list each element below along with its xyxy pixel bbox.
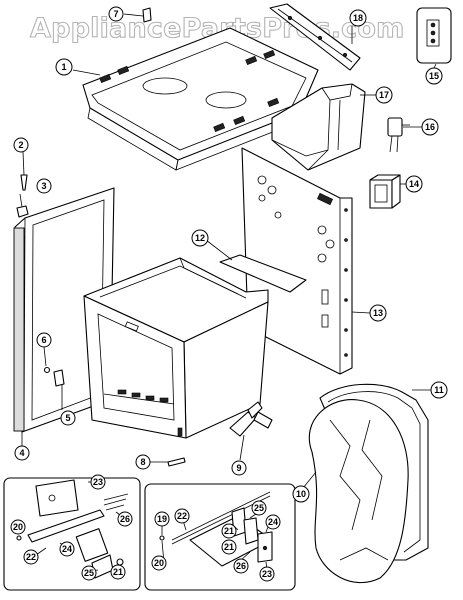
callout-22-left: 22: [23, 549, 39, 565]
callout-15: 15: [425, 67, 443, 85]
callout-2: 2: [13, 137, 29, 153]
svg-text:21: 21: [224, 542, 234, 552]
part-18-bracket: [269, 3, 361, 71]
svg-text:26: 26: [236, 561, 246, 571]
callout-17: 17: [375, 86, 393, 104]
part-3-bumper: [16, 205, 29, 218]
part-13-side-panel: [241, 147, 353, 375]
svg-text:17: 17: [379, 90, 389, 100]
callout-25-left: 25: [81, 565, 97, 581]
svg-text:22: 22: [177, 511, 187, 521]
callout-16: 16: [421, 118, 439, 136]
callout-12: 12: [191, 229, 209, 247]
callout-1: 1: [55, 58, 73, 76]
svg-text:13: 13: [373, 308, 383, 318]
callout-20-right: 20: [151, 555, 167, 571]
part-17-vent-duct: [271, 83, 366, 171]
svg-text:6: 6: [41, 335, 46, 345]
svg-text:8: 8: [140, 457, 145, 467]
svg-text:10: 10: [296, 489, 306, 499]
part-8-screw: [167, 457, 186, 467]
part-2-screw: [20, 174, 28, 191]
callout-13: 13: [369, 304, 387, 322]
callout-20-left: 20: [10, 519, 26, 535]
callout-9: 9: [231, 460, 247, 476]
callout-3: 3: [36, 178, 52, 194]
svg-text:24: 24: [62, 544, 72, 554]
part-10-insulation-blanket: [308, 399, 409, 584]
svg-text:24: 24: [268, 517, 278, 527]
part-7-clip: [142, 7, 152, 23]
callout-23-right: 23: [259, 566, 275, 582]
watermark-text: AppliancePartsPros.com: [30, 13, 404, 44]
svg-text:20: 20: [154, 558, 164, 568]
oven-cavity: [83, 257, 269, 439]
callout-21-right-a: 21: [221, 523, 237, 539]
callout-14: 14: [405, 175, 423, 193]
svg-text:26: 26: [120, 514, 130, 524]
callout-23-left: 23: [90, 474, 106, 490]
callout-22-right: 22: [174, 508, 190, 524]
callout-24-left: 24: [59, 541, 75, 557]
callout-4: 4: [14, 445, 30, 461]
part-15-terminal-block: [416, 7, 452, 64]
callout-24-right: 24: [265, 514, 281, 530]
callout-21-left: 21: [110, 564, 126, 580]
svg-text:18: 18: [353, 13, 363, 23]
callout-21-right-b: 21: [221, 539, 237, 555]
svg-text:11: 11: [434, 385, 444, 395]
callout-7: 7: [108, 6, 124, 22]
svg-text:25: 25: [84, 568, 94, 578]
svg-text:7: 7: [113, 9, 118, 19]
svg-text:1: 1: [61, 62, 66, 72]
svg-text:14: 14: [409, 179, 419, 189]
svg-text:23: 23: [93, 477, 103, 487]
callout-26-left: 26: [117, 511, 133, 527]
svg-text:23: 23: [262, 569, 272, 579]
part-16-sensor: [387, 117, 410, 153]
svg-text:15: 15: [429, 71, 439, 81]
svg-text:21: 21: [224, 526, 234, 536]
callout-8: 8: [135, 454, 151, 470]
svg-text:2: 2: [18, 140, 23, 150]
svg-text:5: 5: [65, 413, 70, 423]
callout-5: 5: [60, 410, 76, 426]
part-9-hinge: [229, 401, 273, 437]
svg-text:9: 9: [236, 463, 241, 473]
callout-11: 11: [430, 381, 448, 399]
svg-text:4: 4: [19, 448, 24, 458]
callout-19: 19: [154, 511, 170, 527]
svg-text:19: 19: [157, 514, 167, 524]
part-6-screw: [43, 366, 51, 374]
svg-text:20: 20: [13, 522, 23, 532]
callout-25-right: 25: [251, 500, 267, 516]
part-12-insulation-plate: [219, 254, 307, 293]
svg-text:21: 21: [113, 567, 123, 577]
svg-text:25: 25: [254, 503, 264, 513]
svg-text:12: 12: [195, 233, 205, 243]
callout-18: 18: [349, 9, 367, 27]
callout-26-right: 26: [233, 558, 249, 574]
callout-6: 6: [36, 332, 52, 348]
part-14-junction-box: [369, 174, 401, 209]
svg-text:3: 3: [41, 181, 46, 191]
part-5-clip: [53, 369, 65, 387]
callout-10: 10: [292, 485, 310, 503]
svg-text:16: 16: [425, 122, 435, 132]
svg-text:22: 22: [26, 552, 36, 562]
detail-box-left: [3, 477, 141, 591]
